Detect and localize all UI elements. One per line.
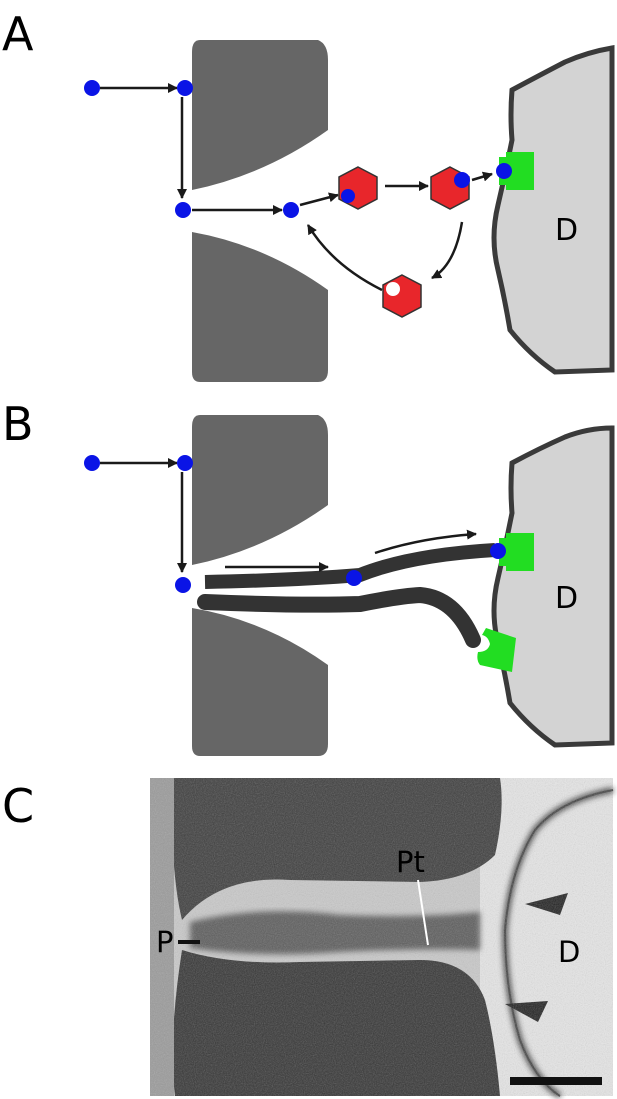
panel-a-arrows — [100, 83, 493, 292]
panel-b-letter: B — [2, 397, 34, 451]
scale-bar — [510, 1077, 602, 1085]
panel-a-enzyme-3 — [382, 274, 422, 318]
panel-b-receptor-lower — [477, 628, 516, 672]
panel-a-letter: A — [2, 7, 34, 61]
label-pt: Pt — [396, 845, 425, 879]
panel-c-letter: C — [2, 779, 34, 833]
panel-b-molecules — [84, 455, 506, 593]
label-p: P — [156, 925, 174, 959]
panel-a: A D — [2, 7, 615, 382]
panel-b-donor-cell — [491, 425, 615, 748]
panel-a-wall-lower — [192, 232, 328, 382]
panel-c: C Pt P D — [2, 778, 614, 1099]
label-d: D — [558, 935, 580, 969]
panel-b: B D — [2, 397, 615, 756]
micrograph — [150, 778, 614, 1099]
panel-b-donor-label: D — [555, 581, 578, 616]
panel-b-wall-lower — [192, 608, 328, 756]
panel-b-arrows — [100, 458, 477, 573]
panel-a-wall-upper — [192, 40, 328, 190]
panel-b-tubule-lower — [197, 586, 481, 648]
panel-a-enzyme-1 — [338, 166, 378, 210]
panel-b-wall-upper — [192, 415, 328, 565]
pt-leader-line — [417, 879, 429, 946]
panel-a-molecules — [84, 80, 512, 218]
panel-a-donor-cell — [491, 45, 615, 375]
panel-a-donor-label: D — [555, 213, 578, 248]
